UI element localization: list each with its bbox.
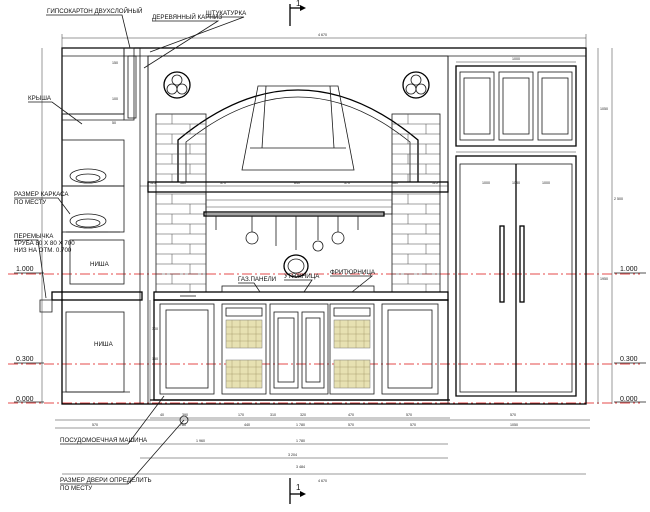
dim-hood-4: 840: [294, 181, 300, 185]
dim-small-2: 100: [112, 97, 118, 101]
label-cornice: ДЕРЕВЯННЫЙ КАРНИЗ: [152, 13, 222, 21]
level-right-1000: 1.000: [620, 266, 638, 273]
label-roof: КРЫША: [28, 95, 52, 102]
section-mark-bottom: 1: [289, 478, 306, 504]
dim-row1-4: 570: [348, 423, 354, 427]
dim-hood-2: 380: [180, 181, 186, 185]
dim-base-5: 320: [300, 413, 306, 417]
dim-cabinets-top: 1000: [512, 57, 520, 61]
back-panel: [147, 181, 449, 215]
label-plaster: ШТУКАТУРКА: [206, 10, 247, 17]
dim-small-1: 150: [112, 61, 118, 65]
base-cabinets: [150, 285, 450, 401]
brick-wall-right: [391, 113, 441, 293]
dim-row1-5: 1 780: [296, 423, 305, 427]
dim-top-overall: 4 670: [318, 33, 327, 37]
arch-and-hood: [147, 55, 449, 183]
label-drywall: ГИПСОКАРТОН ДВУХСЛОЙНЫЙ: [47, 7, 142, 15]
dim-hood-5: 370: [344, 181, 350, 185]
level-left-0000: 0.000: [16, 396, 34, 403]
label-oven: УТЯЖНИЦА: [284, 273, 320, 280]
dimension-texts: 4 670 1000 1080 1000 1000 115 380 370 84…: [92, 33, 623, 483]
dim-row1-6: 570: [410, 423, 416, 427]
level-right-0000: 0.000: [620, 396, 638, 403]
dim-right-1: 1050: [600, 107, 608, 111]
dim-row5: 4 670: [318, 479, 327, 483]
callout-leaders: [14, 14, 374, 485]
dim-row1-2: 780: [180, 423, 186, 427]
niche-upper-label: НИША: [90, 261, 110, 268]
level-left-1000: 1.000: [16, 266, 34, 273]
dim-right-3: 2 500: [614, 197, 623, 201]
level-marks-right: 1.000 0.300 0.000: [614, 266, 646, 403]
upper-wall-cabinets: [455, 65, 577, 147]
right-base-door: [381, 303, 439, 395]
center-doors: [269, 303, 329, 395]
dim-hood-3: 370: [220, 181, 226, 185]
dim-fridge-top: 1080: [512, 181, 520, 185]
dim-base-1: 40: [160, 413, 164, 417]
dim-row4: 3 484: [296, 465, 305, 469]
level-right-0300: 0.300: [620, 356, 638, 363]
dim-row1-3: 440: [244, 423, 250, 427]
dishwasher-panel: [159, 295, 215, 395]
dim-base-6: 470: [348, 413, 354, 417]
trefoil-ornament-right: [402, 71, 430, 99]
section-number-bottom: 1: [296, 483, 301, 492]
level-marks-left: 1.000 0.300 0.000: [14, 266, 44, 403]
label-lintel-3: НИЗ НА ОТМ. 0.700: [14, 247, 72, 254]
label-door-size-1: РАЗМЕР ДВЕРИ ОПРЕДЕЛИТЬ: [60, 477, 152, 484]
pot-rail: [203, 211, 385, 278]
label-frame-size-2: ПО МЕСТУ: [14, 199, 46, 206]
dim-small-5: 300: [152, 327, 158, 331]
label-dishwasher: ПОСУДОМОЕЧНАЯ МАШИНА: [60, 437, 148, 444]
left-shelving: НИША НИША: [39, 47, 143, 393]
label-door-size-2: ПО МЕСТУ: [60, 485, 92, 492]
dimension-lines: [41, 34, 613, 475]
dim-fridge-inner-left: 1000: [482, 181, 490, 185]
dim-row1-1: 570: [92, 423, 98, 427]
dim-fridge-inner-right: 1000: [542, 181, 550, 185]
trefoil-ornament-left: [163, 71, 191, 99]
dim-base-8: 570: [510, 413, 516, 417]
section-mark-top: 1: [289, 0, 306, 26]
dim-hood-1: 115: [150, 181, 156, 185]
callout-labels: ГИПСОКАРТОН ДВУХСЛОЙНЫЙ ДЕРЕВЯННЫЙ КАРНИ…: [14, 7, 376, 492]
dim-hood-6: 380: [392, 181, 398, 185]
basket-drawers-left: [221, 303, 267, 395]
dim-row2-2: 1 780: [296, 439, 305, 443]
label-gas-panel: ГАЗ.ПАНЕЛИ: [238, 276, 276, 283]
dim-right-2: 1950: [600, 277, 608, 281]
dim-base-2: 390: [182, 413, 188, 417]
dim-row2-1: 1 960: [196, 439, 205, 443]
dim-base-4: 310: [270, 413, 276, 417]
section-number-top: 1: [296, 0, 301, 8]
dim-base-3: 170: [238, 413, 244, 417]
label-frame-size-1: РАЗМЕР КАРКАСА: [14, 191, 69, 198]
dim-small-3: 50: [112, 121, 116, 125]
label-fryer: ФРИТЮРНИЦА: [330, 269, 376, 276]
refrigerator: [455, 155, 577, 397]
dim-row1-7: 1050: [510, 423, 518, 427]
dim-hood-7: 115: [432, 181, 438, 185]
brick-wall-left: [155, 113, 207, 293]
label-lintel-2: ТРУБА 80 Х 80 Х 700: [14, 240, 75, 247]
dim-small-4: 150: [152, 357, 158, 361]
dim-row3: 3 204: [288, 453, 297, 457]
level-left-0300: 0.300: [16, 356, 34, 363]
label-lintel-1: ПЕРЕМЫЧКА: [14, 233, 54, 240]
basket-drawers-right: [329, 303, 375, 395]
niche-lower-label: НИША: [94, 341, 114, 348]
dim-base-7: 570: [406, 413, 412, 417]
